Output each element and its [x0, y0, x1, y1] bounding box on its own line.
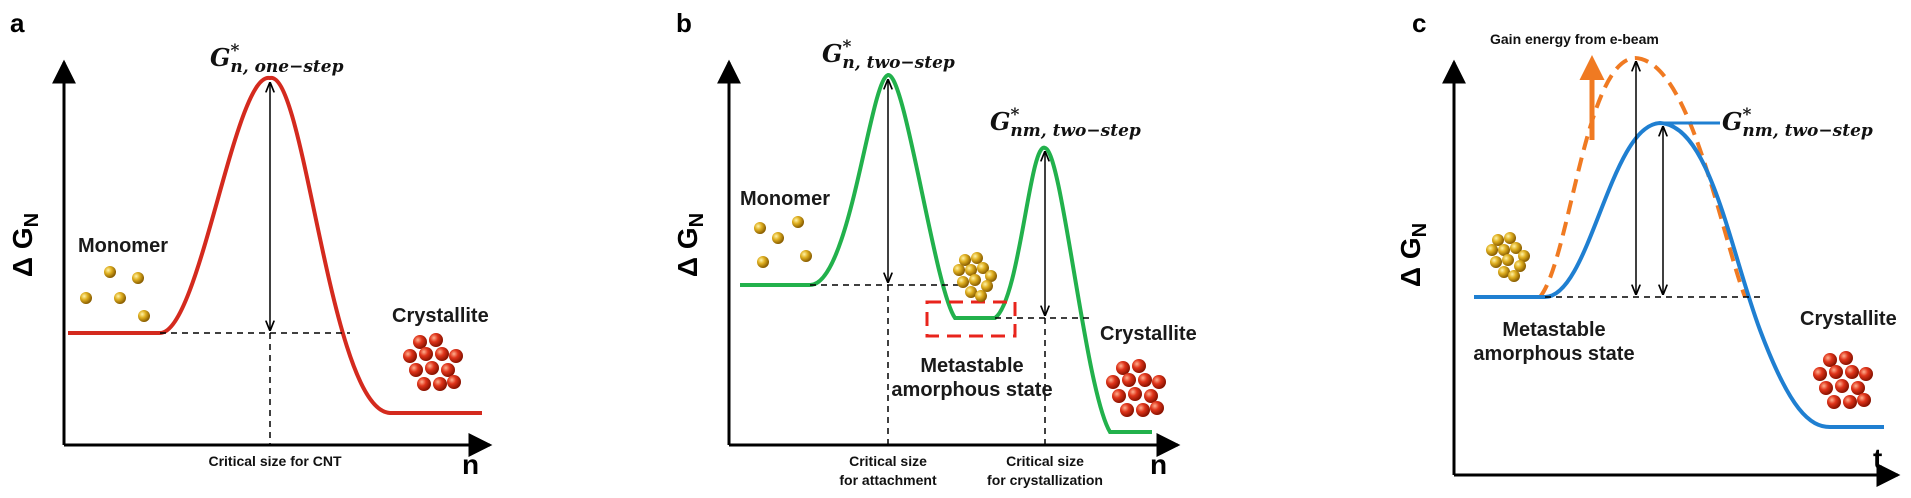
x-tick-label: Critical size for CNT [208, 453, 341, 469]
panel-letter: c [1412, 8, 1426, 38]
panel-a: a Δ GN n G*n, one−step Monomer Crystalli… [7, 8, 493, 480]
x-tick-2-line1: Critical size [1006, 453, 1084, 469]
amorphous-cluster [1486, 232, 1530, 282]
energy-curve [740, 72, 1152, 434]
x-tick-2-line2: for crystallization [987, 472, 1103, 488]
energy-label-2: G*nm, two−step [990, 105, 1141, 141]
y-axis-label: Δ GN [1395, 223, 1431, 287]
energy-label: G*n, one−step [210, 41, 344, 77]
panel-letter: b [676, 8, 692, 38]
x-axis-label: n [1150, 449, 1167, 480]
metastable-label-line1: Metastable [1502, 319, 1605, 341]
crystallite-cluster [1106, 359, 1166, 417]
monomer-label: Monomer [740, 188, 830, 210]
panel-c: c Δ GN t Gain energy from e-beam G*nm, t… [1395, 8, 1901, 487]
x-axis-label: n [462, 449, 479, 480]
metastable-label-line2: amorphous state [1473, 343, 1634, 365]
energy-curve [1474, 120, 1884, 429]
crystallite-label: Crystallite [1100, 323, 1197, 345]
svg-text:Δ GN: Δ GN [7, 213, 43, 277]
crystallite-cluster [403, 333, 463, 391]
y-axis-label: Δ GN [7, 213, 43, 277]
amorphous-cluster [953, 252, 997, 302]
panel-b: b Δ GN n G*n, two−step G*nm, two−step Mo… [672, 8, 1197, 488]
crystallite-cluster [1813, 351, 1873, 409]
svg-text:Δ GN: Δ GN [1395, 223, 1431, 287]
gain-energy-label: Gain energy from e-beam [1490, 31, 1659, 47]
energy-label-1: G*n, two−step [822, 37, 955, 73]
x-tick-1-line1: Critical size [849, 453, 927, 469]
crystallite-label: Crystallite [392, 305, 489, 327]
metastable-box [925, 300, 1017, 338]
ebeam-curve [1538, 55, 1747, 299]
monomer-particles [80, 266, 150, 322]
metastable-label-line1: Metastable [920, 355, 1023, 377]
energy-curve [68, 76, 482, 415]
energy-label: G*nm, two−step [1722, 105, 1873, 141]
metastable-label-line2: amorphous state [891, 379, 1052, 401]
crystallite-label: Crystallite [1800, 308, 1897, 330]
monomer-label: Monomer [78, 235, 168, 257]
y-axis-label: Δ GN [672, 213, 708, 277]
monomer-particles [754, 216, 812, 268]
x-tick-1-line2: for attachment [839, 472, 937, 488]
svg-text:Δ GN: Δ GN [672, 213, 708, 277]
x-axis-label: t [1873, 443, 1882, 474]
panel-letter: a [10, 8, 25, 38]
